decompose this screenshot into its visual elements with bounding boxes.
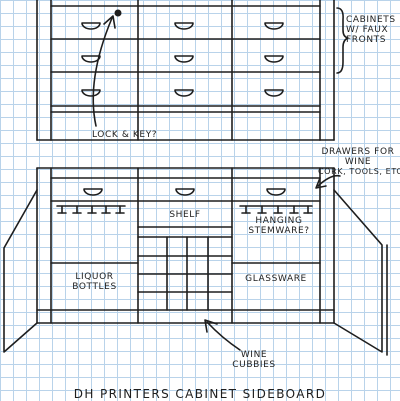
stemware-label-line-1: Hanging xyxy=(255,216,303,226)
right-door xyxy=(333,189,383,353)
lock-keyhole xyxy=(114,9,122,17)
cabinets-note-line-3: fronts xyxy=(346,35,387,45)
stemware-label-line-2: stemware? xyxy=(248,226,310,236)
cabinets-note-line-2: w/ faux xyxy=(346,25,389,35)
cabinets-note-line-1: Cabinets xyxy=(346,15,396,25)
wine-cubbies-line-1: Wine xyxy=(240,350,268,360)
lock-arrow xyxy=(92,15,116,127)
stemware-label: Hanging stemware? xyxy=(236,216,322,236)
drawers-note: Drawers for wine cork, tools, etc. xyxy=(318,147,400,177)
lower-drawer-pulls xyxy=(83,188,286,196)
caption: DH Printers Cabinet Sideboard xyxy=(73,387,327,401)
glassware-label: Glassware xyxy=(245,274,307,284)
drawers-note-line-3: cork, tools, etc. xyxy=(318,167,400,176)
cubbies-arrow xyxy=(204,319,241,351)
cabinets-note: Cabinets w/ faux fronts xyxy=(346,15,396,45)
liquor-label-line-2: Bottles xyxy=(72,282,117,292)
liquor-label: Liquor Bottles xyxy=(51,272,138,292)
upper-drawer-pulls xyxy=(81,22,284,97)
drawers-arrow xyxy=(315,174,341,189)
drawers-note-line-2: wine xyxy=(344,157,372,167)
liquor-label-line-1: Liquor xyxy=(75,272,114,282)
lock-note: Lock & Key? xyxy=(92,130,158,140)
left-door xyxy=(3,189,38,353)
wine-cubby-grid xyxy=(137,226,233,311)
upper-cabinet xyxy=(36,0,335,141)
lower-cabinet-frame xyxy=(36,167,335,324)
wine-cubbies-note: Wine cubbies xyxy=(226,350,282,370)
cabinets-brace xyxy=(336,7,349,74)
stemware-hooks-left xyxy=(56,205,126,214)
stemware-hooks-right xyxy=(239,205,313,214)
drawers-note-line-1: Drawers for xyxy=(321,147,395,157)
shelf-label: Shelf xyxy=(169,210,201,220)
wine-cubbies-line-2: cubbies xyxy=(232,360,276,370)
